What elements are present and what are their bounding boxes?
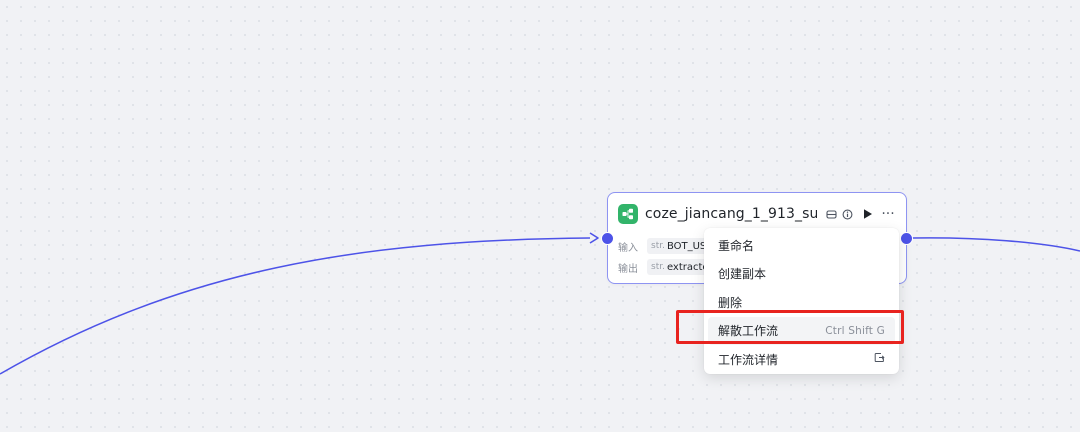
menu-item-label: 解散工作流	[718, 324, 779, 339]
outgoing-edge[interactable]	[911, 237, 1080, 252]
node-header: coze_jiancang_1_913_su··· ·	[618, 203, 898, 225]
menu-item-label: 工作流详情	[718, 352, 779, 367]
node-actions: ···	[822, 206, 896, 222]
input-type: str.	[651, 241, 665, 251]
menu-item-duplicate[interactable]: 创建副本	[708, 260, 895, 289]
menu-item-shortcut: Ctrl Shift G	[825, 324, 885, 337]
open-external-icon	[874, 352, 885, 366]
menu-item-workflow-details[interactable]: 工作流详情	[708, 345, 895, 374]
output-name: extracted	[666, 261, 713, 273]
output-type: str.	[651, 262, 665, 272]
node-output-row: 输出 str. extracted	[618, 258, 713, 276]
more-icon[interactable]: ···	[881, 206, 895, 222]
database-icon[interactable]	[825, 206, 838, 222]
node-input-row: 输入 str. BOT_USE	[618, 237, 713, 255]
node-input-port[interactable]	[601, 232, 614, 245]
output-variable-tag: str. extracted	[647, 259, 713, 275]
input-label: 输入	[618, 242, 638, 254]
info-icon[interactable]	[841, 206, 854, 222]
menu-item-delete[interactable]: 删除	[708, 288, 895, 317]
menu-item-label: 创建副本	[718, 267, 767, 282]
run-icon[interactable]	[860, 206, 874, 222]
menu-item-ungroup-workflow[interactable]: 解散工作流 Ctrl Shift G	[708, 316, 895, 345]
node-output-port[interactable]	[900, 232, 913, 245]
menu-item-label: 重命名	[718, 238, 755, 253]
input-name: BOT_USE	[666, 240, 713, 252]
menu-item-label: 删除	[718, 295, 743, 310]
node-context-menu: 重命名 创建副本 删除 解散工作流 Ctrl Shift G 工作流详情	[704, 228, 899, 374]
input-variable-tag: str. BOT_USE	[647, 238, 713, 254]
incoming-edge-arrow	[589, 232, 599, 244]
output-label: 输出	[618, 263, 638, 275]
menu-item-rename[interactable]: 重命名	[708, 231, 895, 260]
incoming-edge[interactable]	[0, 237, 591, 375]
workflow-icon	[618, 204, 638, 224]
node-title: coze_jiancang_1_913_su···	[645, 206, 817, 222]
